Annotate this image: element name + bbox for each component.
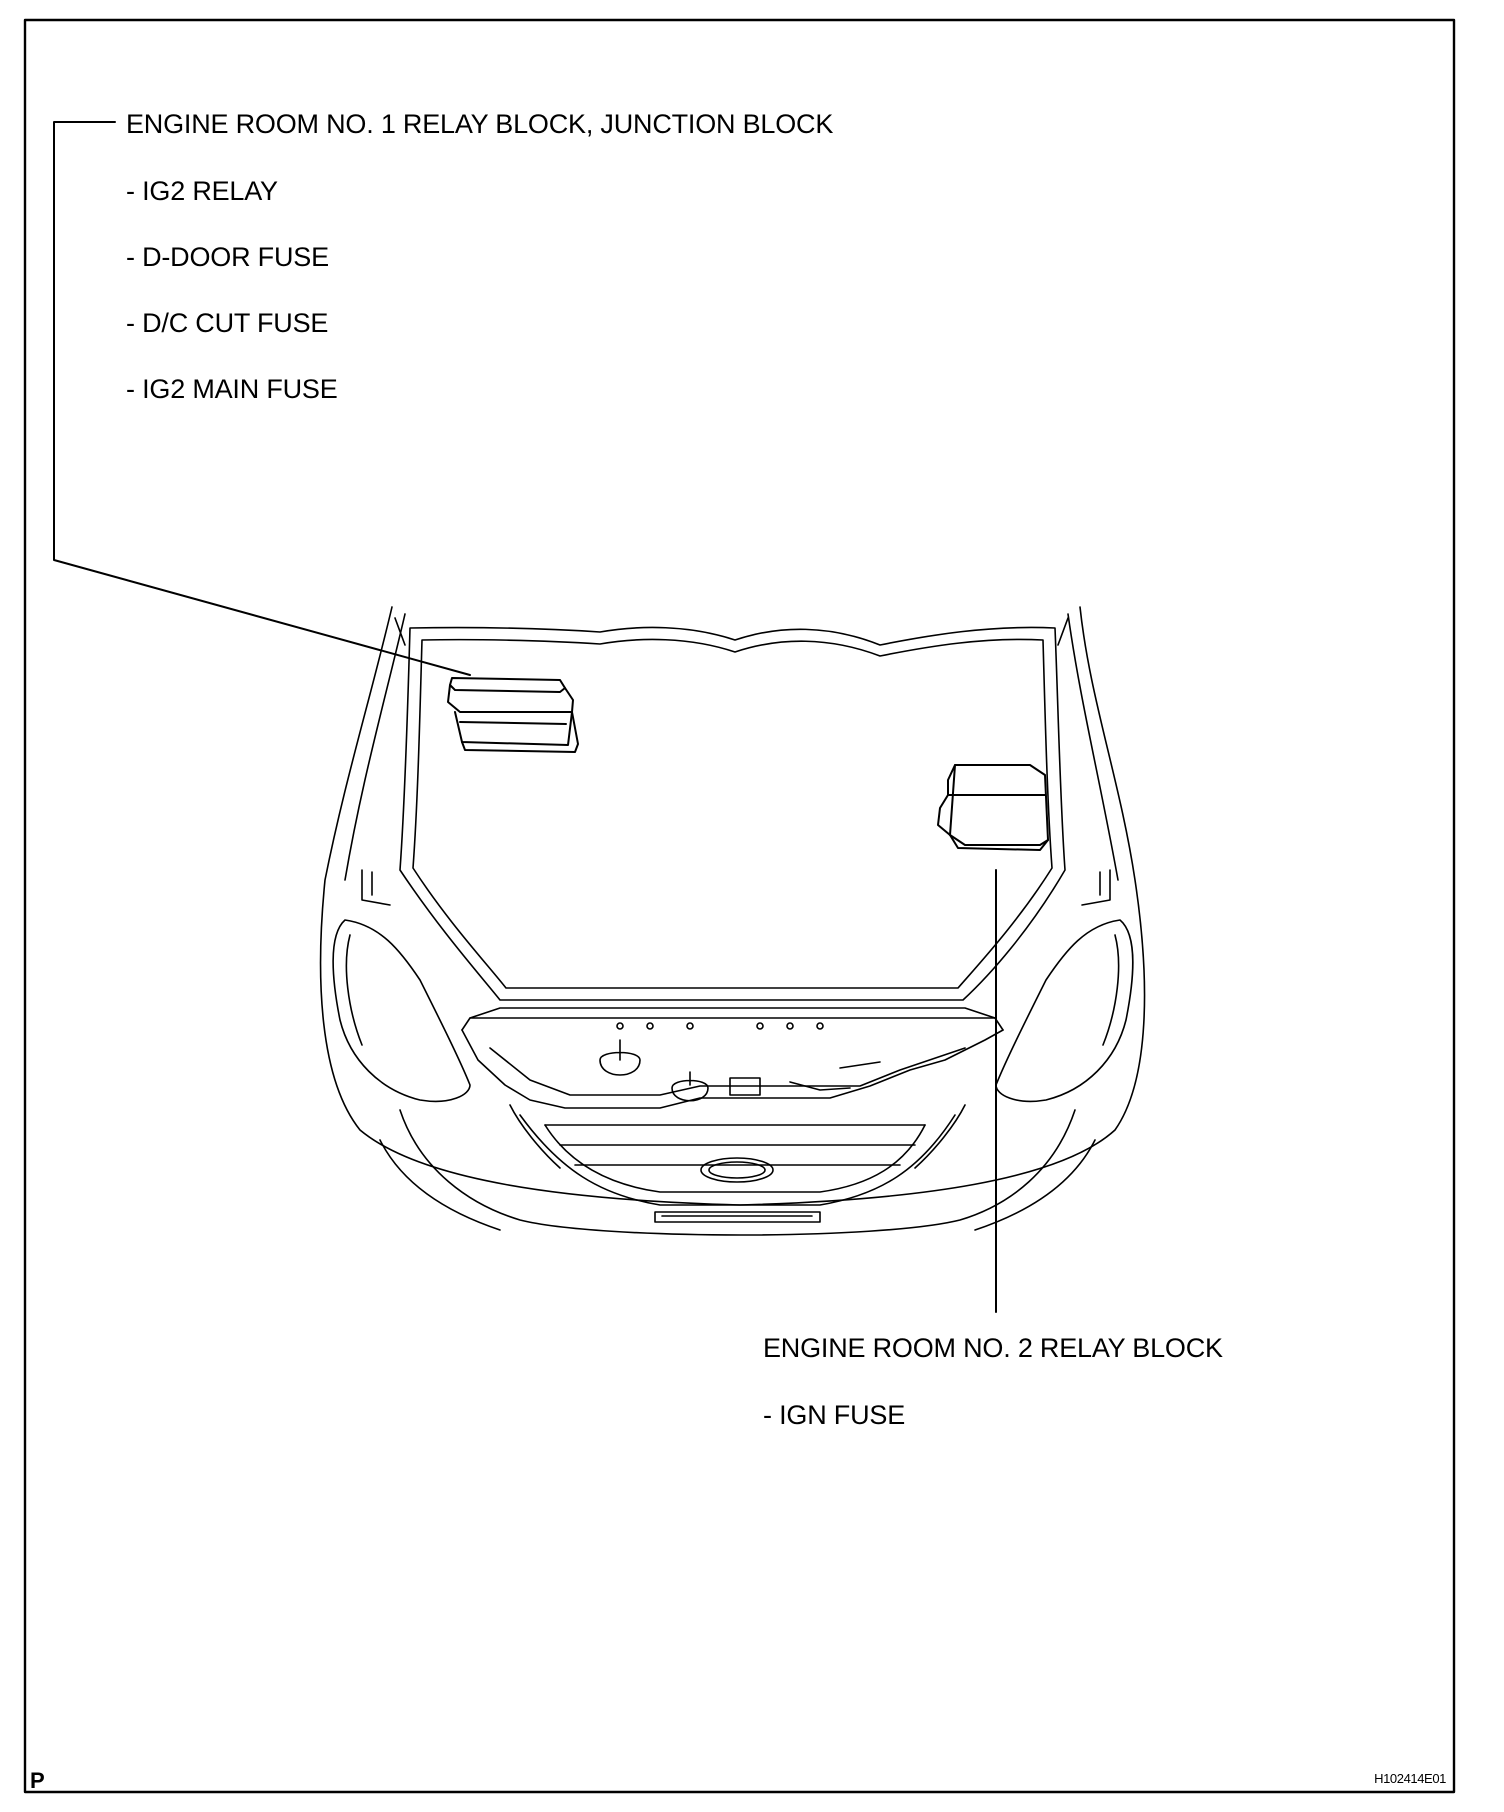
block2-item-ign-fuse: - IGN FUSE xyxy=(763,1400,906,1430)
block1-item-ig2-relay: - IG2 RELAY xyxy=(126,176,278,206)
block2-title: ENGINE ROOM NO. 2 RELAY BLOCK xyxy=(763,1333,1223,1363)
leader-line-block1 xyxy=(53,121,471,676)
relay-block-1-shape xyxy=(447,677,579,753)
car-outline xyxy=(319,606,1146,1236)
relay-block-2-shape xyxy=(937,764,1049,851)
block1-title: ENGINE ROOM NO. 1 RELAY BLOCK, JUNCTION … xyxy=(126,109,834,139)
block1-item-d-door-fuse: - D-DOOR FUSE xyxy=(126,242,329,272)
corner-mark: P xyxy=(30,1768,45,1793)
figure-code: H102414E01 xyxy=(1374,1771,1446,1786)
block1-item-ig2-main-fuse: - IG2 MAIN FUSE xyxy=(126,374,338,404)
figure-frame xyxy=(23,18,1456,1794)
block1-item-dc-cut-fuse: - D/C CUT FUSE xyxy=(126,308,329,338)
